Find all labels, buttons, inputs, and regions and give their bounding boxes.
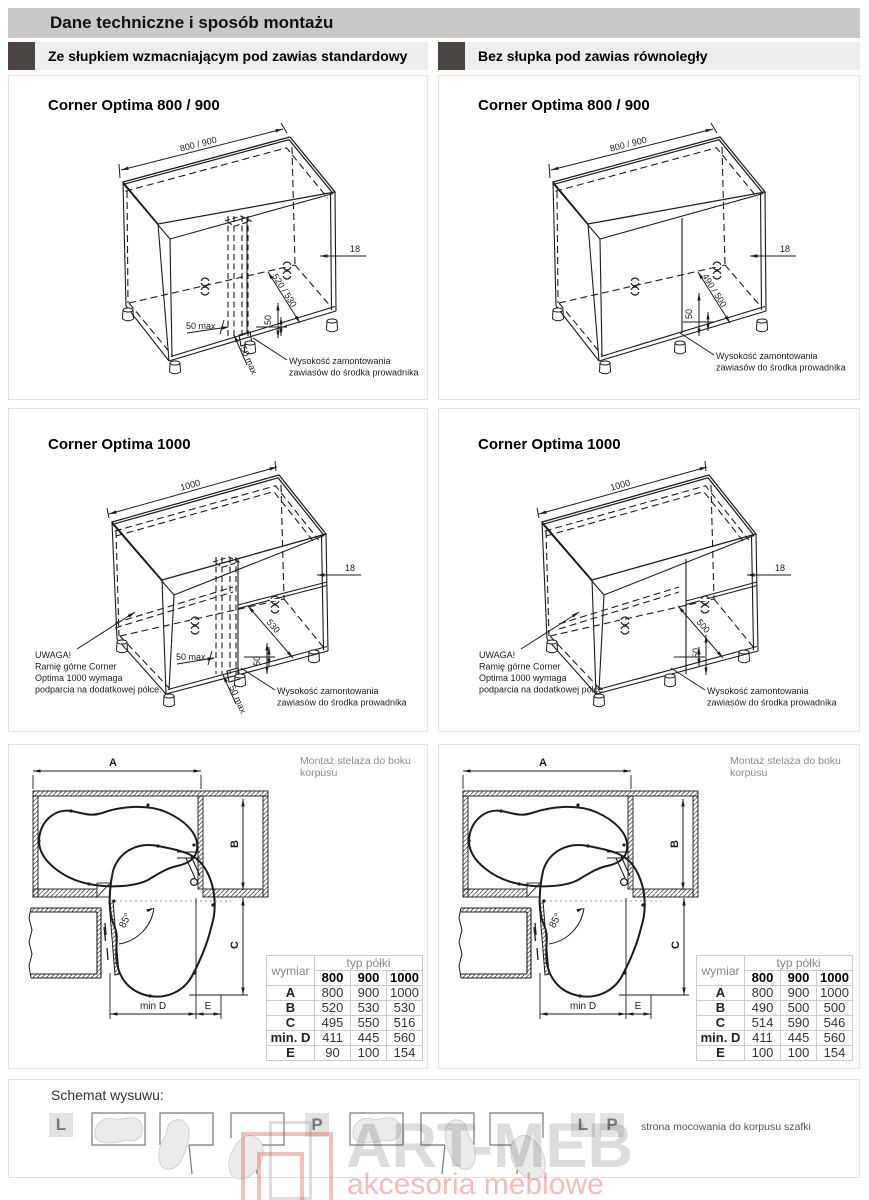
svg-text:50 max: 50 max xyxy=(186,321,216,331)
svg-text:Ramię górne Corner: Ramię górne Corner xyxy=(479,662,561,672)
svg-text:50: 50 xyxy=(263,315,273,325)
svg-text:50 max: 50 max xyxy=(227,684,248,715)
svg-text:500: 500 xyxy=(695,617,712,635)
svg-text:min D: min D xyxy=(140,1001,166,1012)
svg-text:50 max: 50 max xyxy=(176,652,206,662)
svg-text:Wysokość zamontowania: Wysokość zamontowania xyxy=(277,686,378,696)
svg-text:A: A xyxy=(109,757,117,769)
svg-text:min D: min D xyxy=(570,1001,596,1012)
svg-text:zawiasów do środka prowadnika: zawiasów do środka prowadnika xyxy=(716,363,846,373)
svg-text:50: 50 xyxy=(691,648,701,658)
svg-text:50: 50 xyxy=(252,656,262,666)
svg-text:18: 18 xyxy=(780,244,790,254)
svg-text:50: 50 xyxy=(684,309,694,319)
svg-text:E: E xyxy=(205,1001,212,1012)
svg-text:Ramię górne Corner: Ramię górne Corner xyxy=(35,662,117,672)
svg-text:zawiasów do środka prowadnika: zawiasów do środka prowadnika xyxy=(707,698,837,708)
svg-text:Optima 1000 wymaga: Optima 1000 wymaga xyxy=(479,673,567,683)
svg-text:Wysokość zamontowania: Wysokość zamontowania xyxy=(289,356,390,366)
svg-text:zawiasów do środka prowadnika: zawiasów do środka prowadnika xyxy=(277,698,407,708)
svg-text:85°: 85° xyxy=(547,912,564,931)
svg-text:C: C xyxy=(229,941,241,949)
svg-text:1000: 1000 xyxy=(609,478,631,493)
svg-text:50 max: 50 max xyxy=(238,345,259,376)
svg-text:UWAGA!: UWAGA! xyxy=(479,650,515,660)
svg-text:podparcia na dodatkowej półce.: podparcia na dodatkowej półce. xyxy=(479,685,606,695)
svg-text:A: A xyxy=(539,757,547,769)
svg-text:zawiasów do środka prowadnika: zawiasów do środka prowadnika xyxy=(289,368,419,378)
svg-text:B: B xyxy=(669,840,681,848)
svg-text:E: E xyxy=(635,1001,642,1012)
svg-text:18: 18 xyxy=(350,244,360,254)
svg-text:Wysokość zamontowania: Wysokość zamontowania xyxy=(707,686,808,696)
svg-text:530: 530 xyxy=(265,617,282,635)
svg-text:1000: 1000 xyxy=(179,478,201,493)
svg-text:C: C xyxy=(670,941,682,949)
svg-text:18: 18 xyxy=(775,563,785,573)
svg-text:18: 18 xyxy=(345,563,355,573)
svg-text:B: B xyxy=(229,840,241,848)
svg-text:Optima 1000 wymaga: Optima 1000 wymaga xyxy=(35,673,123,683)
svg-text:podparcia na dodatkowej półce.: podparcia na dodatkowej półce. xyxy=(35,685,162,695)
svg-text:85°: 85° xyxy=(117,912,134,931)
svg-text:UWAGA!: UWAGA! xyxy=(35,650,71,660)
svg-text:Wysokość zamontowania: Wysokość zamontowania xyxy=(716,351,817,361)
